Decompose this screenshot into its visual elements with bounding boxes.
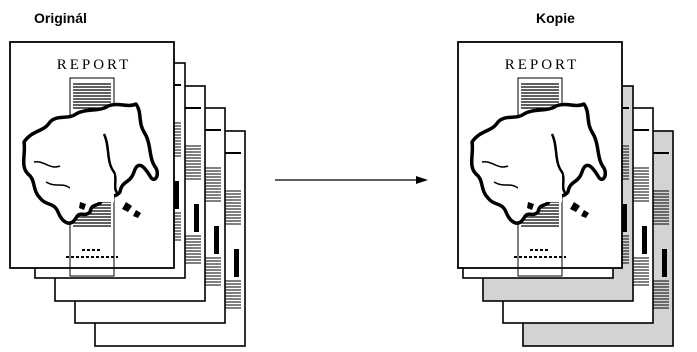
original-stack: REPORT [8, 40, 246, 347]
original-front-page: REPORT [8, 40, 176, 278]
copy-arrow [275, 176, 428, 184]
copy-stack: REPORT [456, 40, 674, 347]
copy-report-title: REPORT [505, 57, 580, 73]
copy-front-page: REPORT [456, 40, 624, 278]
copy-label: Kopie [536, 10, 575, 26]
original-report-title: REPORT [57, 57, 132, 73]
original-label: Originál [34, 10, 87, 26]
arrow-head-icon [416, 176, 428, 184]
